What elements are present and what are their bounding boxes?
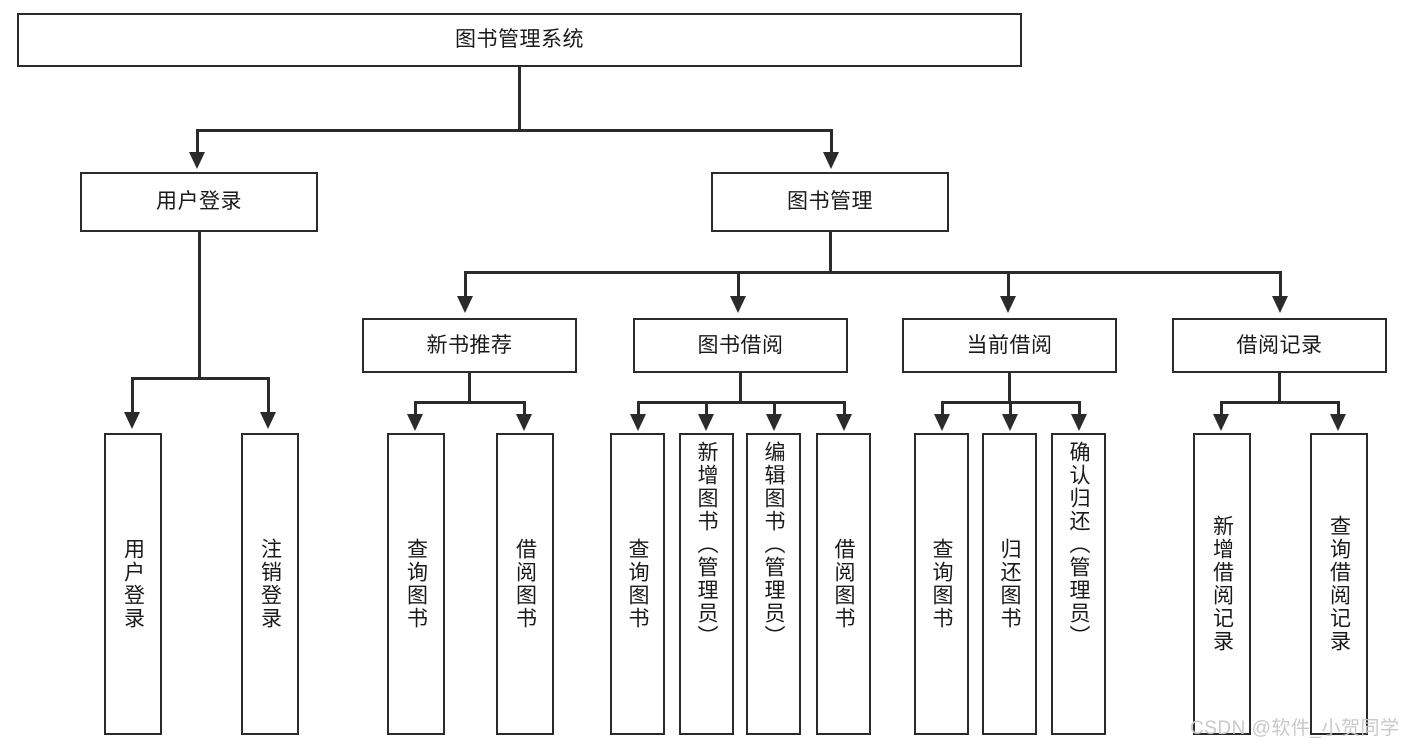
- leaf-book-borrow-2[interactable]: 新增图书（管理员）: [679, 433, 734, 735]
- leaf-user-login-2[interactable]: 注销登录: [241, 433, 299, 735]
- arrowhead-bm-to-borrow-record: [1272, 296, 1288, 313]
- connector-nb-to-leaf-2: [523, 401, 526, 419]
- connector-cb-stem: [1008, 373, 1011, 403]
- connector-br-bus: [1220, 401, 1340, 404]
- connector-cb-to-leaf-1: [941, 401, 944, 419]
- connector-bb-to-leaf-2: [705, 401, 708, 419]
- node-label: 借阅图书: [513, 538, 537, 630]
- connector-nb-bus: [414, 401, 526, 404]
- node-label: 图书管理: [787, 190, 873, 214]
- arrowhead-root-to-book-management: [823, 152, 839, 169]
- node-label: 图书管理系统: [455, 28, 584, 52]
- arrowhead-bb-to-leaf-3: [766, 414, 782, 431]
- node-label: 用户登录: [121, 538, 145, 630]
- arrowhead-user-login-to-leaf-2: [260, 412, 276, 429]
- arrowhead-user-login-to-leaf-1: [124, 412, 140, 429]
- leaf-user-login-1[interactable]: 用户登录: [104, 433, 162, 735]
- arrowhead-bb-to-leaf-4: [836, 414, 852, 431]
- node-label: 新书推荐: [426, 333, 513, 357]
- leaf-borrow-record-2[interactable]: 查询借阅记录: [1310, 433, 1368, 735]
- leaf-current-borrow-3[interactable]: 确认归还（管理员）: [1051, 433, 1106, 735]
- connector-book-management-stem: [829, 232, 832, 273]
- node-label: 查询图书: [404, 538, 428, 630]
- connector-user-login-bus: [131, 377, 270, 380]
- connector-br-stem: [1278, 373, 1281, 403]
- arrowhead-cb-to-leaf-1: [934, 414, 950, 431]
- connector-cb-to-leaf-3: [1078, 401, 1081, 419]
- connector-cb-to-leaf-2: [1009, 401, 1012, 419]
- arrowhead-bm-to-new-book: [457, 296, 473, 313]
- connector-user-login-to-leaf-1: [131, 377, 134, 417]
- node-label: 图书借阅: [697, 333, 784, 357]
- node-current-borrow[interactable]: 当前借阅: [902, 318, 1117, 373]
- node-label: 查询借阅记录: [1327, 515, 1351, 653]
- leaf-new-book-1[interactable]: 查询图书: [387, 433, 445, 735]
- connector-br-to-leaf-2: [1337, 401, 1340, 419]
- connector-user-login-to-leaf-2: [267, 377, 270, 417]
- connector-bm-to-current-borrow: [1007, 271, 1010, 301]
- node-label: 新增图书（管理员）: [695, 441, 718, 648]
- connector-nb-to-leaf-1: [414, 401, 417, 419]
- node-root-book-management-system[interactable]: 图书管理系统: [17, 13, 1022, 67]
- connector-bb-stem: [739, 373, 742, 403]
- connector-bm-to-borrow-record: [1279, 271, 1282, 301]
- node-book-management[interactable]: 图书管理: [711, 172, 949, 232]
- arrowhead-bm-to-current-borrow: [1000, 296, 1016, 313]
- node-borrow-record[interactable]: 借阅记录: [1172, 318, 1387, 373]
- node-user-login[interactable]: 用户登录: [80, 172, 318, 232]
- node-label: 用户登录: [156, 190, 242, 214]
- leaf-current-borrow-1[interactable]: 查询图书: [914, 433, 969, 735]
- arrowhead-cb-to-leaf-3: [1071, 414, 1087, 431]
- connector-root-to-book-management: [830, 129, 833, 156]
- arrowhead-cb-to-leaf-2: [1002, 414, 1018, 431]
- leaf-current-borrow-2[interactable]: 归还图书: [982, 433, 1037, 735]
- node-new-book-recommend[interactable]: 新书推荐: [362, 318, 577, 373]
- node-label: 归还图书: [998, 538, 1021, 630]
- arrowhead-br-to-leaf-1: [1213, 414, 1229, 431]
- arrowhead-br-to-leaf-2: [1330, 414, 1346, 431]
- node-label: 查询图书: [626, 538, 649, 630]
- leaf-book-borrow-3[interactable]: 编辑图书（管理员）: [746, 433, 801, 735]
- watermark-text: CSDN @软件_小贺同学: [1190, 718, 1400, 739]
- node-label: 注销登录: [258, 538, 282, 630]
- leaf-borrow-record-1[interactable]: 新增借阅记录: [1193, 433, 1251, 735]
- arrowhead-nb-to-leaf-1: [407, 414, 423, 431]
- node-label: 借阅图书: [832, 538, 855, 630]
- node-label: 当前借阅: [966, 333, 1053, 357]
- connector-root-stem: [518, 67, 521, 131]
- connector-br-to-leaf-1: [1220, 401, 1223, 419]
- arrowhead-bm-to-book-borrow: [730, 296, 746, 313]
- node-label: 编辑图书（管理员）: [762, 441, 785, 648]
- node-label: 查询图书: [930, 538, 953, 630]
- node-label: 新增借阅记录: [1210, 515, 1234, 653]
- connector-bm-to-new-book: [464, 271, 467, 301]
- node-book-borrow[interactable]: 图书借阅: [633, 318, 848, 373]
- arrowhead-root-to-user-login: [189, 152, 205, 169]
- connector-bb-bus: [637, 401, 846, 404]
- node-label: 借阅记录: [1236, 333, 1323, 357]
- connector-bm-to-book-borrow: [737, 271, 740, 301]
- connector-root-to-user-login: [196, 129, 199, 156]
- connector-bb-to-leaf-4: [843, 401, 846, 419]
- connector-bb-to-leaf-1: [637, 401, 640, 419]
- connector-user-login-stem: [198, 232, 201, 379]
- connector-book-management-bus: [464, 271, 1282, 274]
- leaf-new-book-2[interactable]: 借阅图书: [496, 433, 554, 735]
- arrowhead-nb-to-leaf-2: [516, 414, 532, 431]
- connector-root-bus: [196, 129, 833, 132]
- connector-bb-to-leaf-3: [773, 401, 776, 419]
- arrowhead-bb-to-leaf-2: [698, 414, 714, 431]
- connector-nb-stem: [468, 373, 471, 403]
- arrowhead-bb-to-leaf-1: [630, 414, 646, 431]
- node-label: 确认归还（管理员）: [1067, 441, 1090, 648]
- leaf-book-borrow-4[interactable]: 借阅图书: [816, 433, 871, 735]
- leaf-book-borrow-1[interactable]: 查询图书: [610, 433, 665, 735]
